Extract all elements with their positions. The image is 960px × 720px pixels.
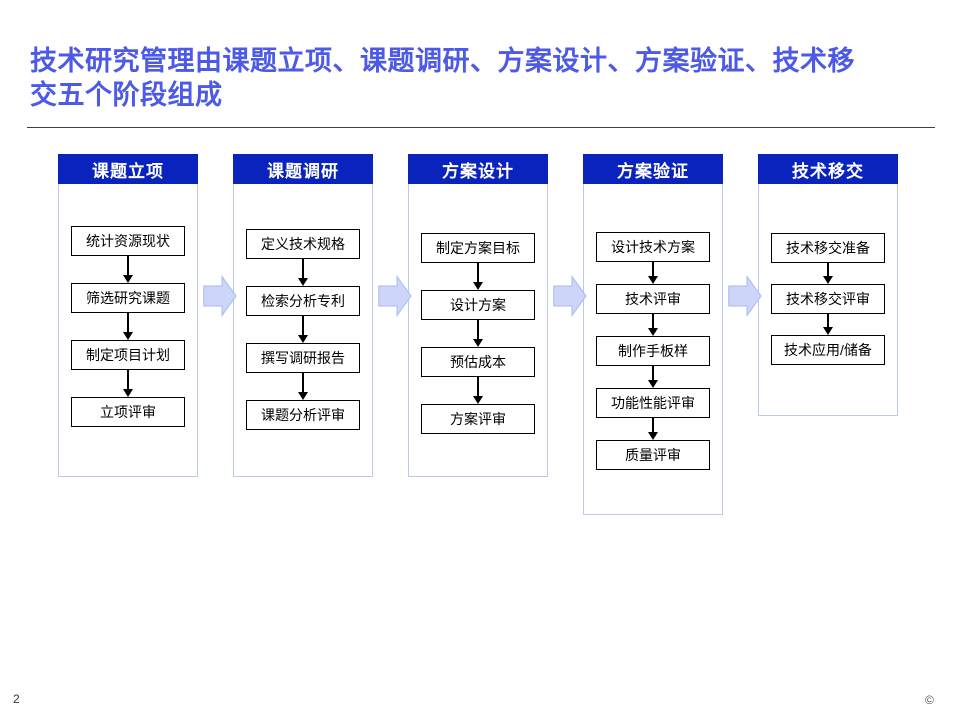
phase-header: 技术移交	[758, 154, 898, 184]
page-title-line1: 技术研究管理由课题立项、课题调研、方案设计、方案验证、技术移	[30, 46, 855, 76]
step-box: 方案评审	[421, 404, 535, 434]
block-arrow-right-icon	[378, 274, 412, 318]
down-arrow-icon	[472, 377, 484, 404]
step-box: 质量评审	[596, 440, 710, 470]
step-box: 检索分析专利	[246, 286, 360, 316]
down-arrow-icon	[472, 320, 484, 347]
block-arrow-right-icon	[203, 274, 237, 318]
step-box: 立项评审	[71, 397, 185, 427]
phase-header: 方案设计	[408, 154, 548, 184]
phase-header: 课题立项	[58, 154, 198, 184]
phase-column: 方案设计制定方案目标设计方案预估成本方案评审	[408, 154, 548, 477]
down-arrow-icon	[122, 256, 134, 283]
down-arrow-icon	[647, 366, 659, 388]
down-arrow-icon	[822, 314, 834, 335]
step-box: 制定方案目标	[421, 233, 535, 263]
step-box: 统计资源现状	[71, 226, 185, 256]
down-arrow-icon	[297, 373, 309, 400]
step-box: 撰写调研报告	[246, 343, 360, 373]
step-box: 预估成本	[421, 347, 535, 377]
title-underline	[27, 127, 935, 128]
step-box: 功能性能评审	[596, 388, 710, 418]
step-box: 技术应用/储备	[771, 335, 885, 365]
step-box: 技术移交评审	[771, 284, 885, 314]
down-arrow-icon	[297, 316, 309, 343]
down-arrow-icon	[647, 418, 659, 440]
page-title: 技术研究管理由课题立项、课题调研、方案设计、方案验证、技术移交五个阶段组成	[30, 44, 930, 112]
step-box: 设计技术方案	[596, 232, 710, 262]
phase-header: 方案验证	[583, 154, 723, 184]
page-number: 2	[13, 692, 20, 706]
down-arrow-icon	[647, 314, 659, 336]
down-arrow-icon	[647, 262, 659, 284]
copyright-mark: ©	[925, 693, 934, 707]
down-arrow-icon	[122, 370, 134, 397]
step-box: 定义技术规格	[246, 229, 360, 259]
down-arrow-icon	[472, 263, 484, 290]
phase-column: 方案验证设计技术方案技术评审制作手板样功能性能评审质量评审	[583, 154, 723, 515]
step-box: 制定项目计划	[71, 340, 185, 370]
phase-column: 课题调研定义技术规格检索分析专利撰写调研报告课题分析评审	[233, 154, 373, 477]
down-arrow-icon	[822, 263, 834, 284]
page-title-line2: 交五个阶段组成	[30, 80, 223, 110]
step-box: 制作手板样	[596, 336, 710, 366]
step-box: 技术移交准备	[771, 233, 885, 263]
phase-column: 技术移交技术移交准备技术移交评审技术应用/储备	[758, 154, 898, 416]
step-box: 设计方案	[421, 290, 535, 320]
step-box: 技术评审	[596, 284, 710, 314]
down-arrow-icon	[122, 313, 134, 340]
step-box: 筛选研究课题	[71, 283, 185, 313]
block-arrow-right-icon	[553, 274, 587, 318]
step-box: 课题分析评审	[246, 400, 360, 430]
down-arrow-icon	[297, 259, 309, 286]
block-arrow-right-icon	[728, 274, 762, 318]
phase-column: 课题立项统计资源现状筛选研究课题制定项目计划立项评审	[58, 154, 198, 477]
phase-header: 课题调研	[233, 154, 373, 184]
